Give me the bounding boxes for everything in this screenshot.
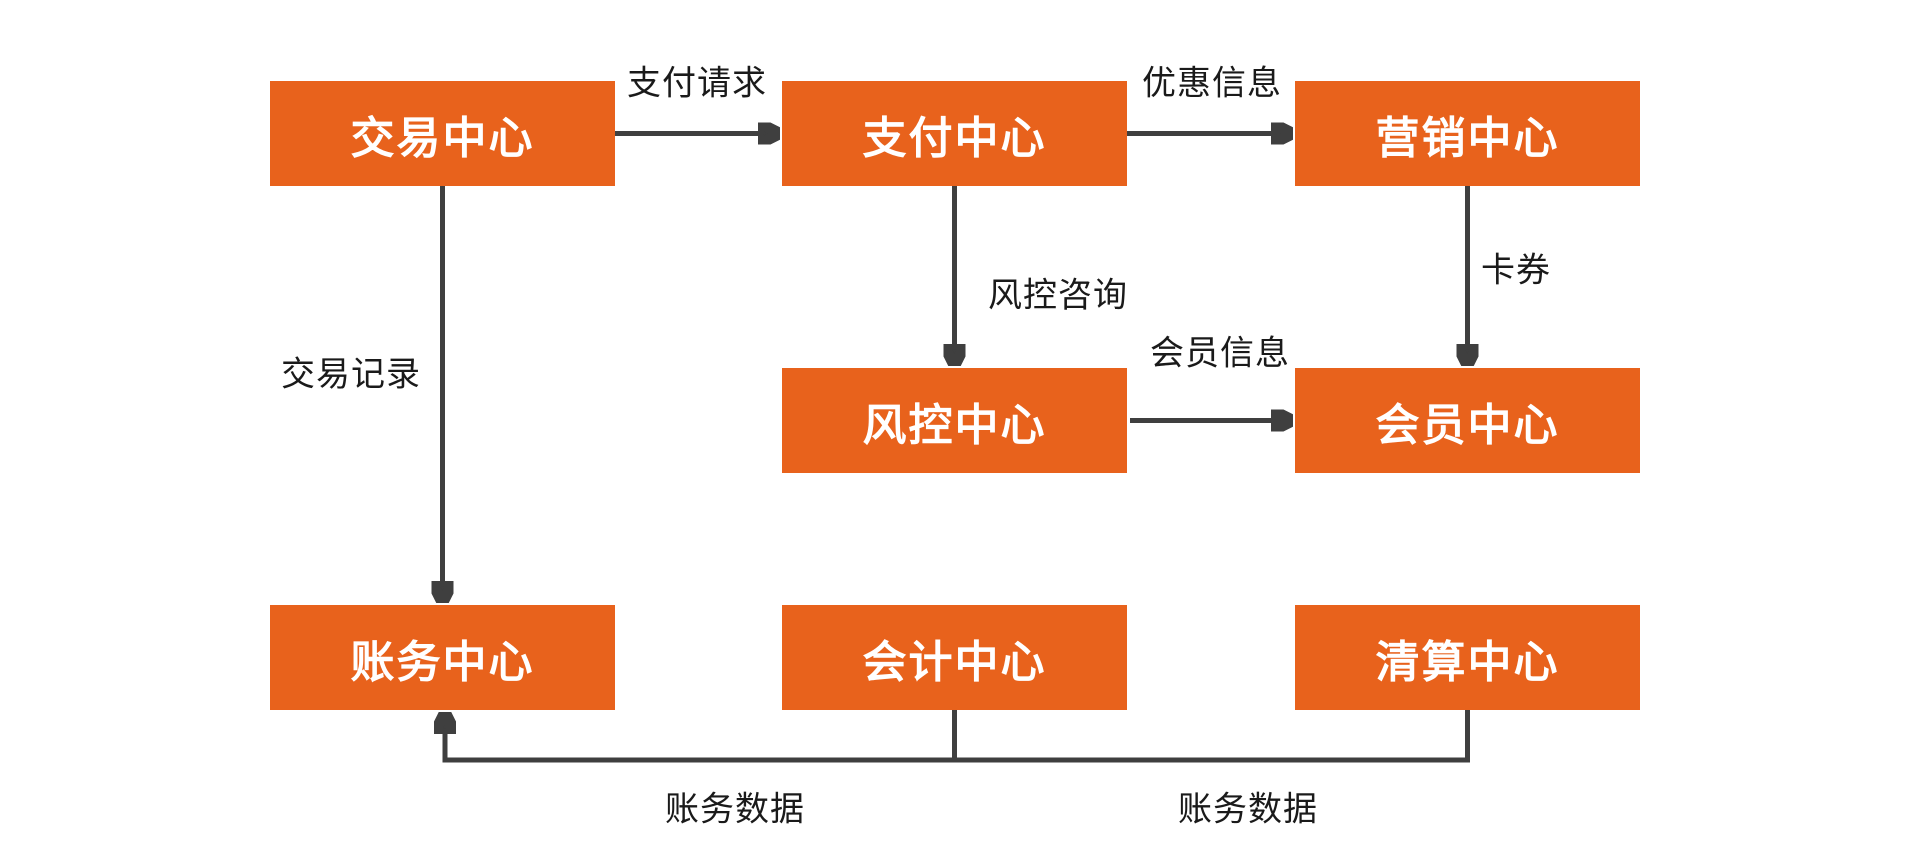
- edge-label-payment-request: 支付请求: [627, 64, 767, 103]
- node-risk-control-center-label: 风控中心: [862, 400, 1047, 450]
- edge-label-trade-record: 交易记录: [281, 355, 421, 394]
- node-accounting-center: 会计中心: [782, 605, 1127, 710]
- edge-label-promo-info: 优惠信息: [1142, 64, 1282, 103]
- edge-label-billing-data-right: 账务数据: [1178, 790, 1318, 829]
- node-billing-center: 账务中心: [270, 605, 615, 710]
- node-marketing-center: 营销中心: [1295, 81, 1640, 186]
- node-member-center-label: 会员中心: [1375, 400, 1560, 450]
- node-billing-center-label: 账务中心: [350, 637, 535, 687]
- edge-label-billing-data-left: 账务数据: [665, 790, 805, 829]
- node-payment-center-label: 支付中心: [862, 113, 1047, 163]
- node-marketing-center-label: 营销中心: [1375, 113, 1560, 163]
- edge-label-risk-consult: 风控咨询: [988, 276, 1128, 315]
- node-trade-center-label: 交易中心: [350, 113, 535, 163]
- node-member-center: 会员中心: [1295, 368, 1640, 473]
- edge-label-card-coupon: 卡券: [1481, 251, 1551, 290]
- node-risk-control-center: 风控中心: [782, 368, 1127, 473]
- node-payment-center: 支付中心: [782, 81, 1127, 186]
- edge-label-member-info: 会员信息: [1150, 334, 1290, 373]
- node-clearing-center-label: 清算中心: [1375, 637, 1560, 687]
- node-accounting-center-label: 会计中心: [862, 637, 1047, 687]
- node-trade-center: 交易中心: [270, 81, 615, 186]
- node-clearing-center: 清算中心: [1295, 605, 1640, 710]
